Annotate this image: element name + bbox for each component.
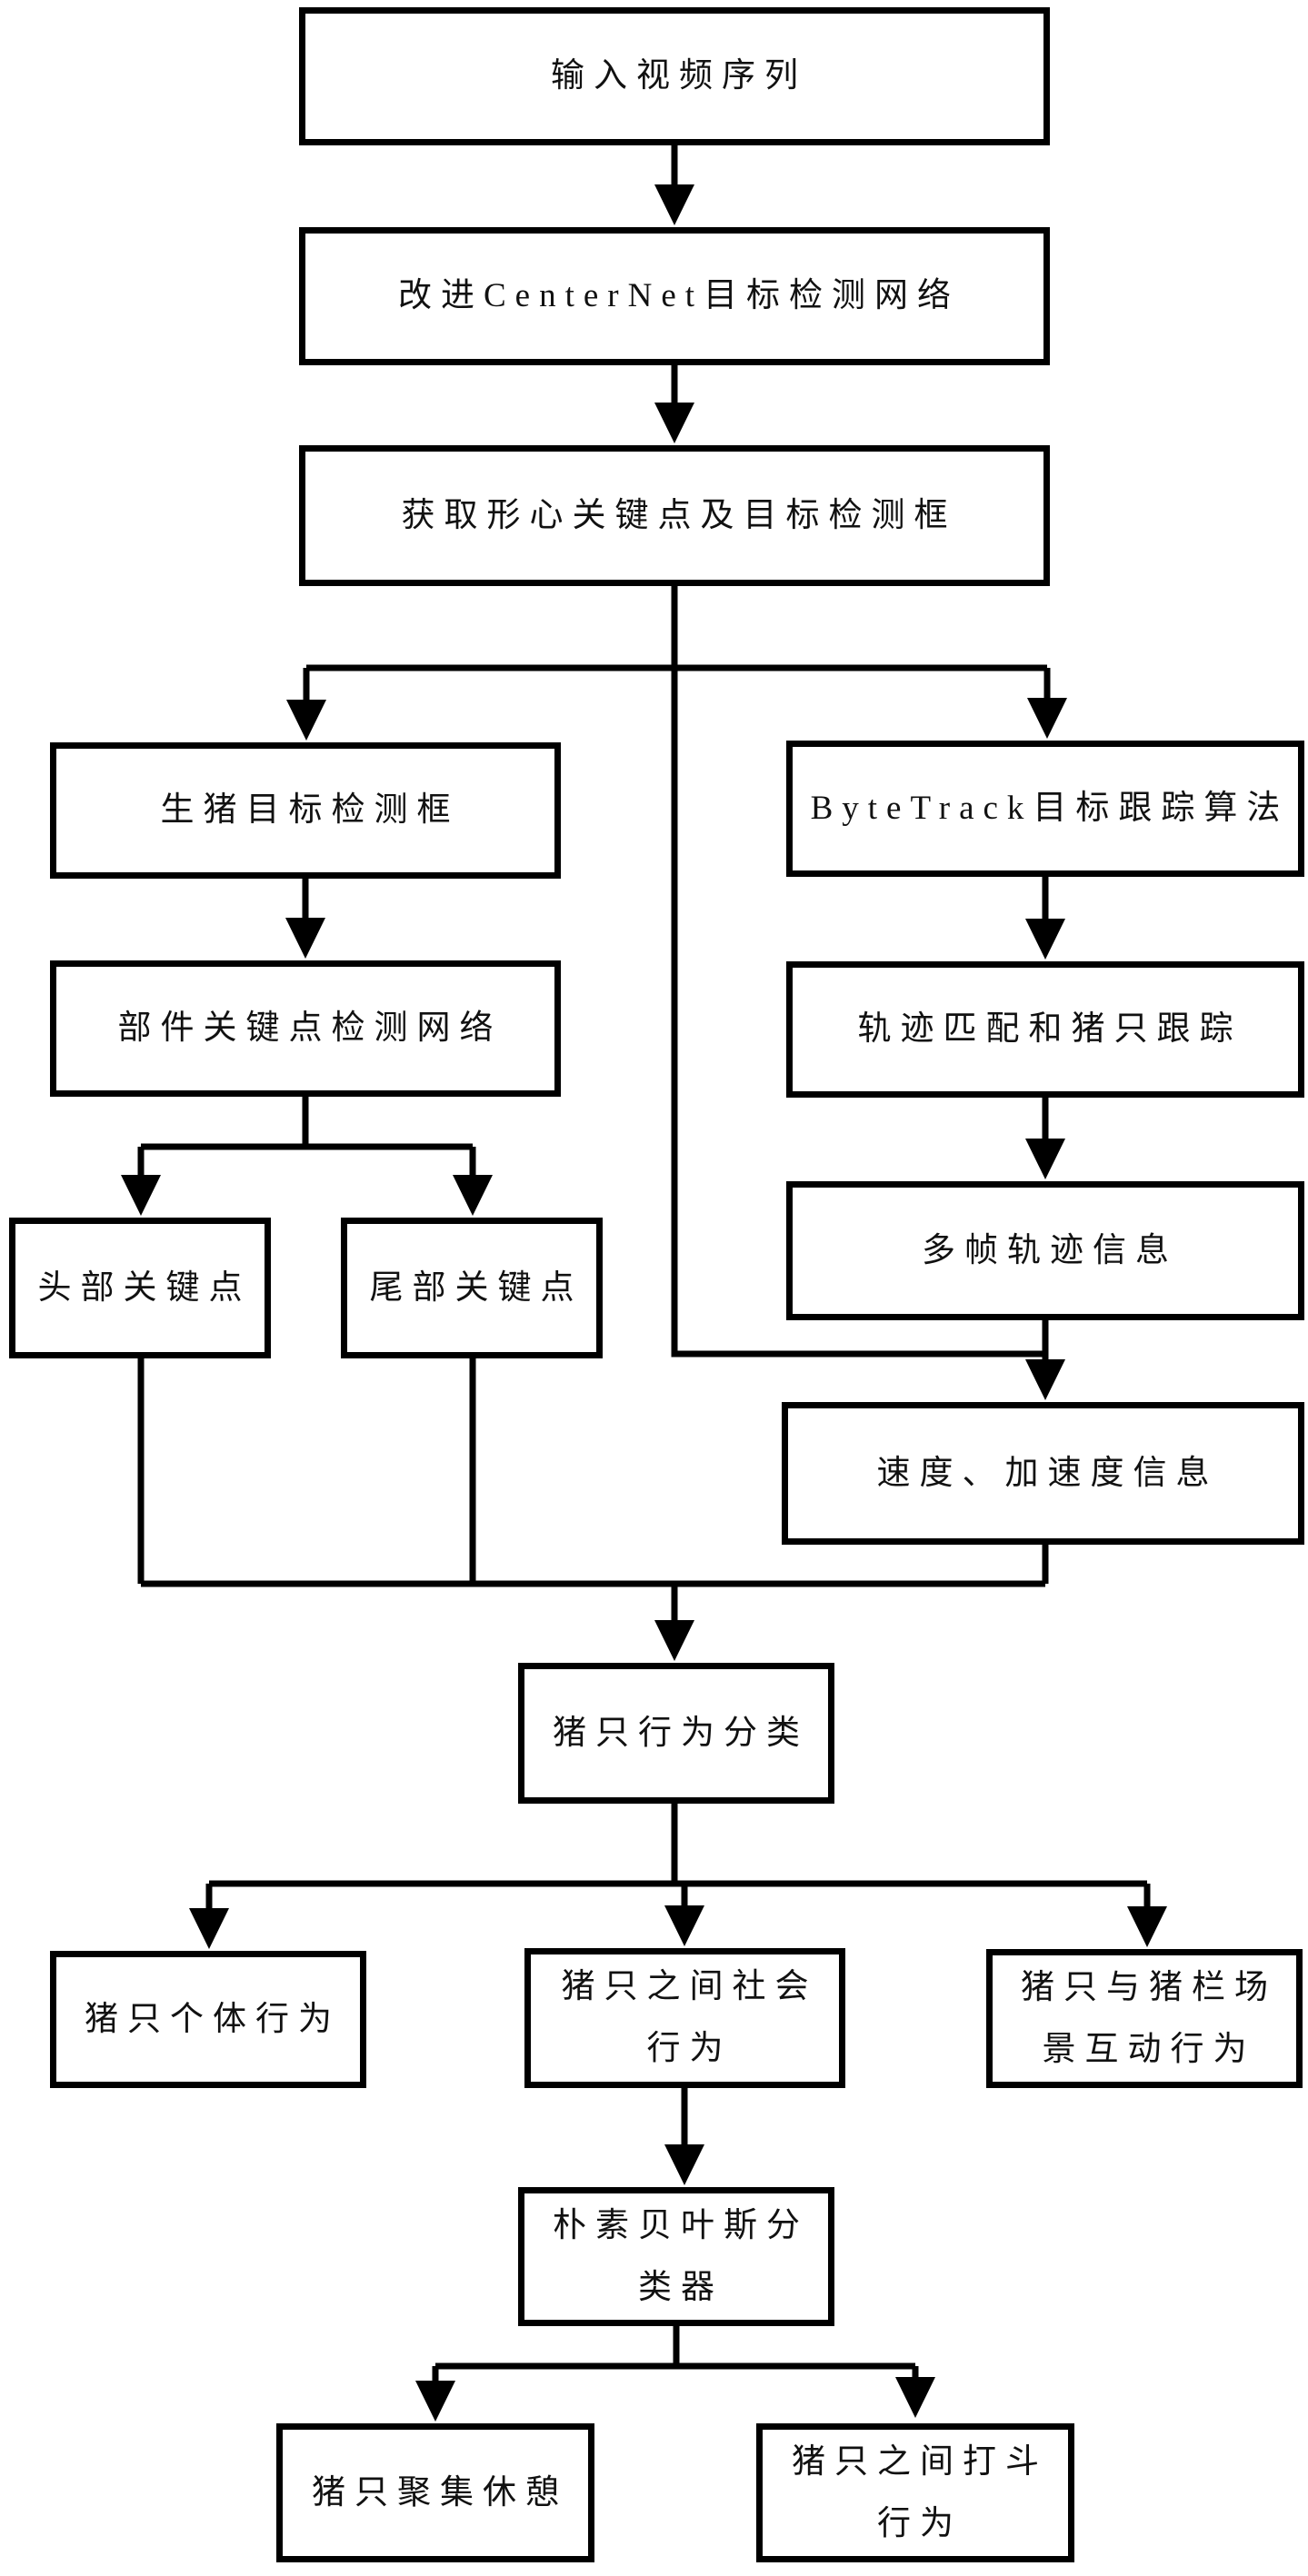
box-label-line: 头部关键点 [37,1268,252,1307]
flow-box-naive-bayes: 朴素贝叶斯分类器 [518,2187,834,2326]
arrowhead-down-icon [285,918,325,959]
flow-box-head-keypoints: 头部关键点 [9,1218,271,1358]
arrowhead-down-icon [895,2377,935,2418]
box-label-line: 输入视频序列 [551,57,807,94]
box-label-line: 朴素贝叶斯分 [553,2206,809,2244]
arrowhead-down-icon [1027,698,1067,739]
arrowhead-down-icon [664,1905,704,1946]
box-label-line: 尾部关键点 [369,1268,584,1307]
box-label-line: 部件关键点检测网络 [117,1010,503,1047]
arrowhead-down-icon [415,2381,455,2422]
box-label-line: 猪只聚集休憩 [312,2473,568,2511]
arrowhead-down-icon [1127,1906,1167,1947]
flow-box-fighting-behavior: 猪只之间打斗行为 [756,2423,1074,2562]
flow-box-trajectory-match: 轨迹匹配和猪只跟踪 [786,961,1304,1098]
flow-box-pen-interaction: 猪只与猪栏场景互动行为 [986,1949,1303,2088]
arrowhead-down-icon [654,184,694,225]
flow-box-centernet-detector: 改进CenterNet目标检测网络 [299,227,1050,365]
box-label-line: 景互动行为 [1042,2030,1256,2068]
box-label-line: 多帧轨迹信息 [922,1231,1178,1269]
connector-line [671,586,1045,1358]
box-label-line: 生猪目标检测框 [160,791,460,829]
arrowhead-down-icon [664,2144,704,2185]
arrowhead-down-icon [286,700,326,741]
flow-box-social-behavior: 猪只之间社会行为 [524,1948,845,2088]
flow-box-behavior-classify: 猪只行为分类 [518,1663,834,1804]
arrowhead-down-icon [121,1175,161,1216]
box-label-line: 改进CenterNet目标检测网络 [397,277,961,314]
box-label-line: 速度、加速度信息 [876,1454,1219,1492]
arrowhead-down-icon [1025,919,1065,960]
box-label-line: 轨迹匹配和猪只跟踪 [857,1010,1243,1048]
box-label-line: 猪只个体行为 [85,2000,341,2038]
flow-box-individual-behavior: 猪只个体行为 [50,1951,366,2088]
arrowhead-down-icon [654,1620,694,1661]
flow-box-multiframe-traj: 多帧轨迹信息 [786,1181,1304,1320]
box-label-line: 获取形心关键点及目标检测框 [401,496,957,534]
arrowhead-down-icon [189,1908,229,1949]
box-label-line: ByteTrack目标跟踪算法 [810,790,1290,827]
flow-box-part-keypoint-net: 部件关键点检测网络 [50,960,561,1097]
box-label-line: 行为 [646,2030,733,2067]
flow-box-centroid-keypoints: 获取形心关键点及目标检测框 [299,445,1050,586]
flow-box-bytetrack: ByteTrack目标跟踪算法 [786,741,1304,877]
box-label-line: 猪只之间打斗 [792,2442,1048,2481]
box-label-line: 类器 [638,2268,724,2306]
flow-box-input-video: 输入视频序列 [299,7,1050,145]
flow-box-gather-rest: 猪只聚集休憩 [276,2423,594,2562]
flow-box-tail-keypoints: 尾部关键点 [341,1218,603,1358]
flow-box-velocity-info: 速度、加速度信息 [782,1402,1304,1545]
arrowhead-down-icon [1025,1359,1065,1400]
flow-box-pig-detection-box: 生猪目标检测框 [50,742,561,879]
arrowhead-down-icon [1025,1139,1065,1179]
box-label-line: 猪只与猪栏场 [1021,1968,1277,2006]
box-label-line: 猪只行为分类 [553,1714,809,1752]
box-label-line: 行为 [877,2504,963,2542]
box-label-line: 猪只之间社会 [561,1968,818,2005]
arrowhead-down-icon [453,1175,493,1216]
arrowhead-down-icon [654,403,694,443]
